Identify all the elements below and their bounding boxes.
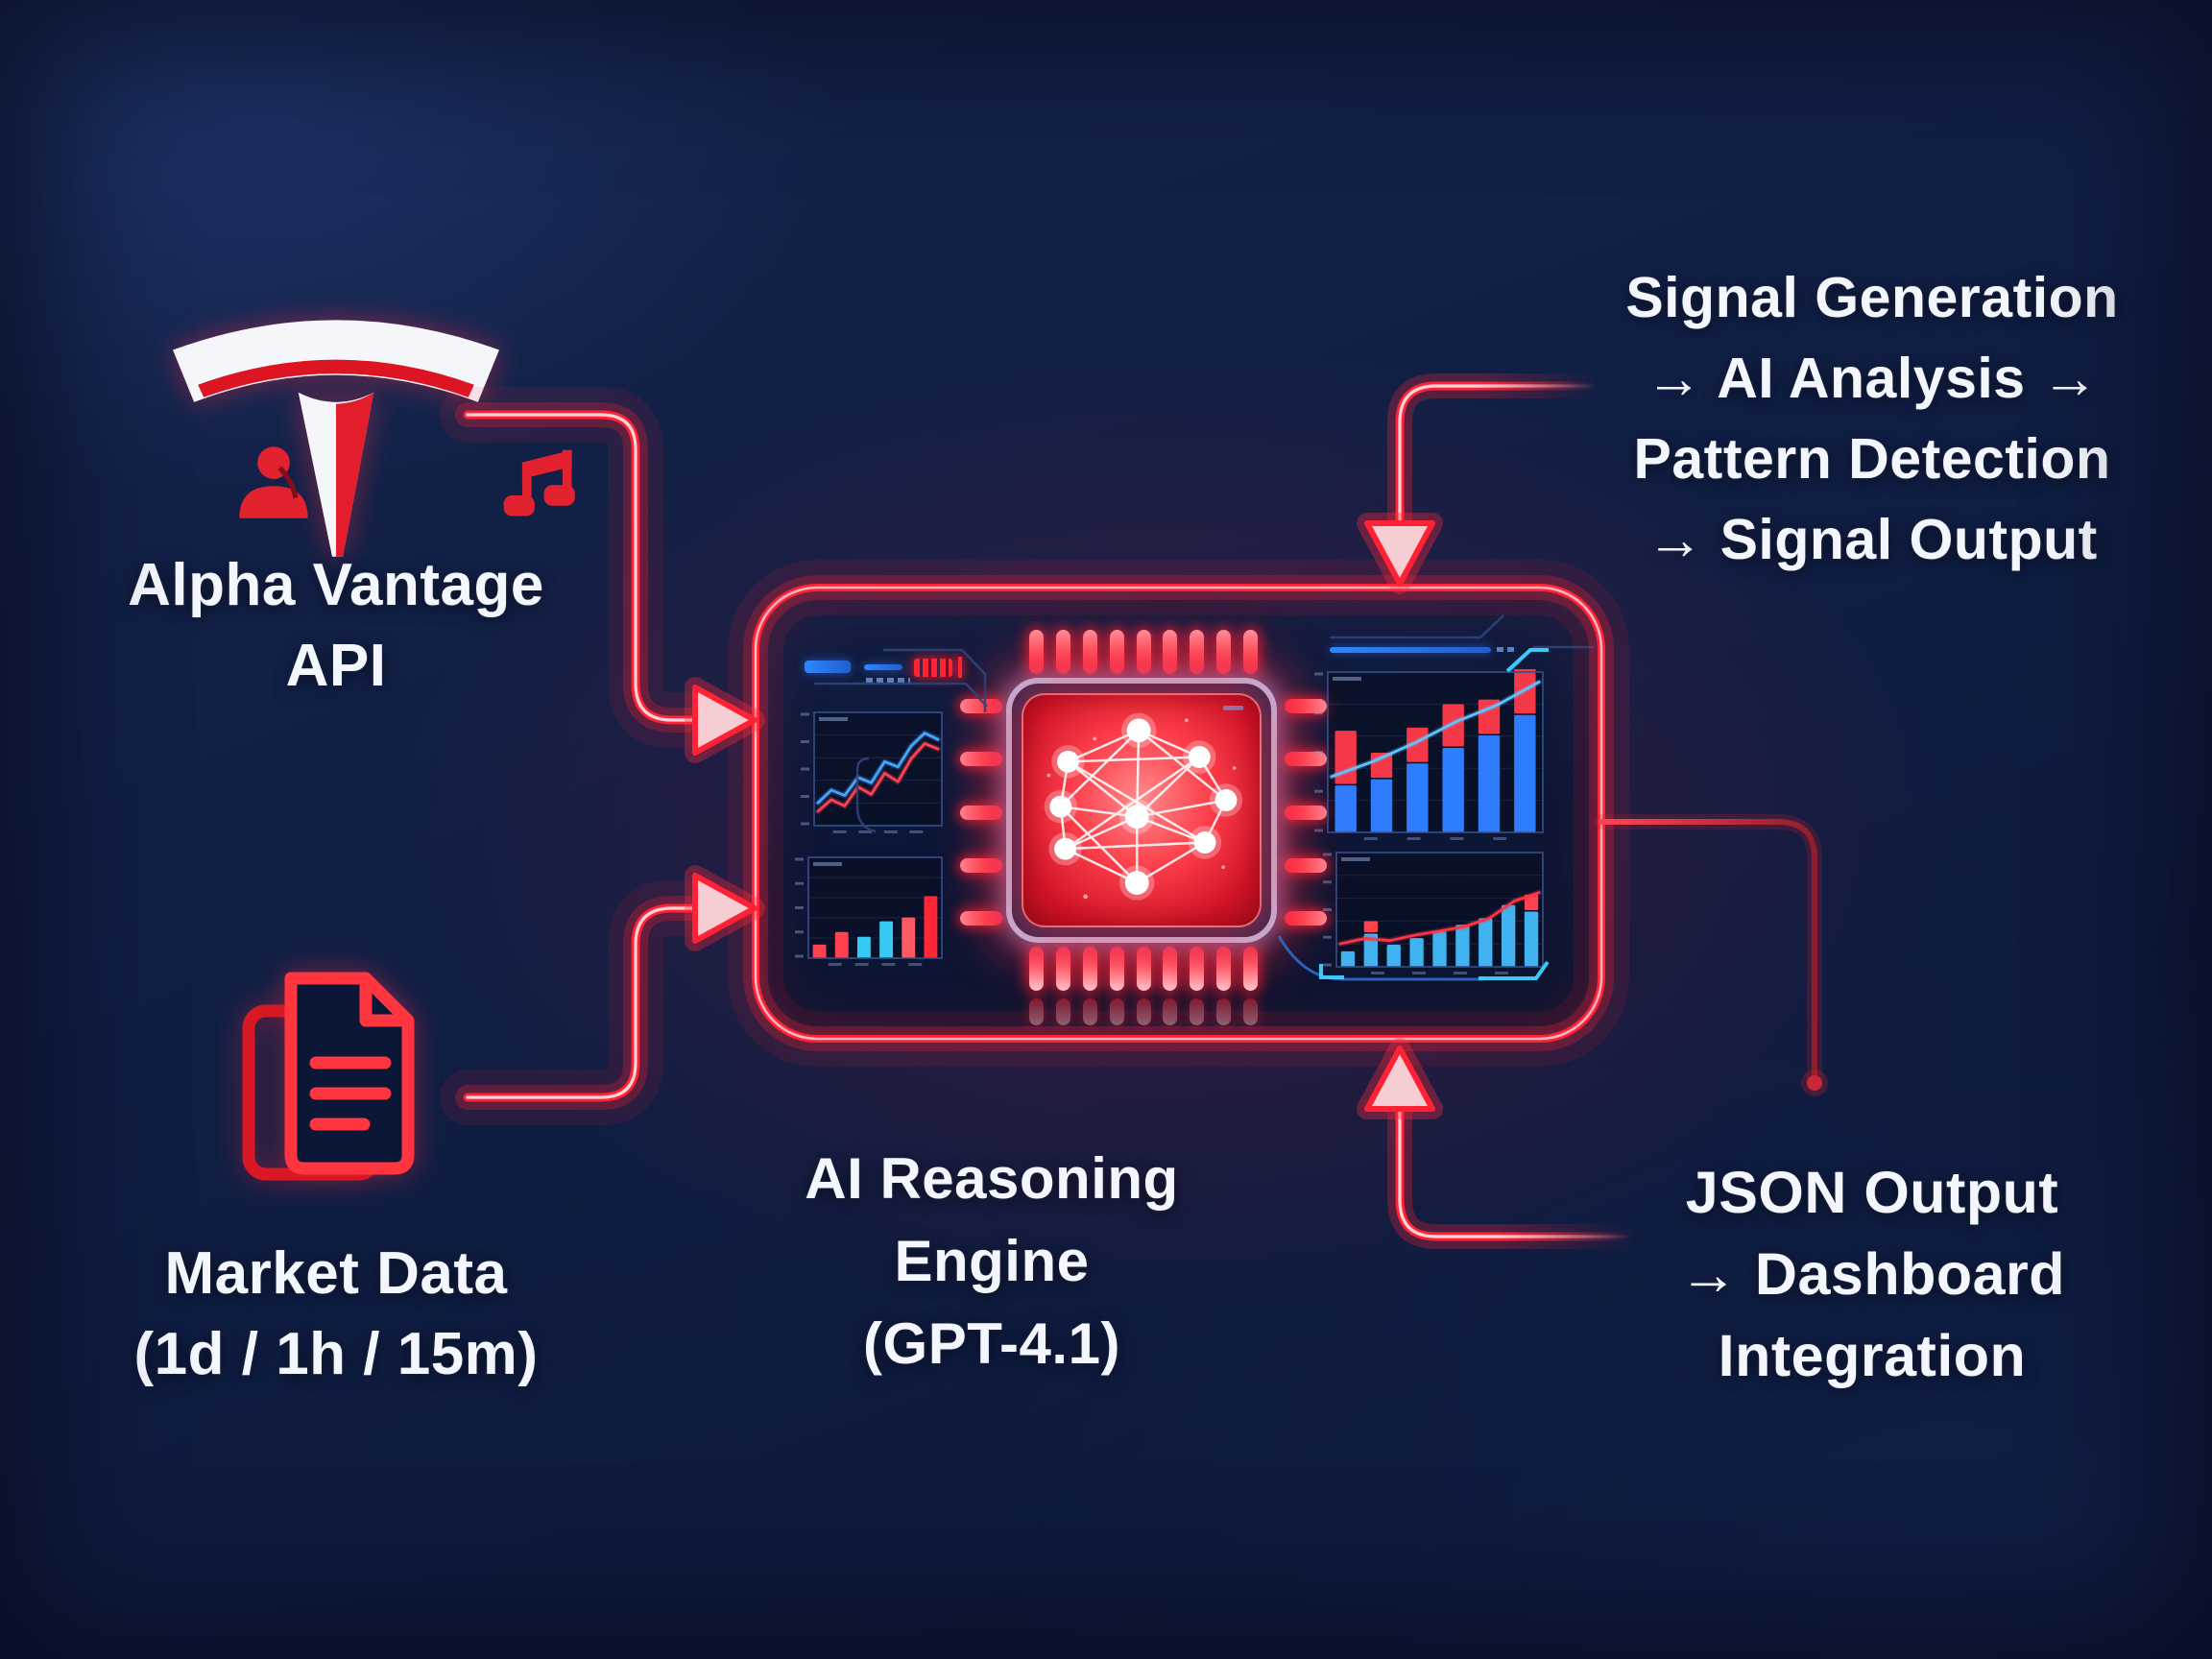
market-data-line2: (1d / 1h / 15m) [133,1321,539,1387]
ai-engine-line1: AI Reasoning [805,1146,1179,1211]
chip-pin [1109,998,1124,1025]
ai-engine-label: AI Reasoning Engine (GPT-4.1) [752,1138,1232,1385]
market-data-label: Market Data (1d / 1h / 15m) [43,1234,629,1395]
growth-bar-chart [1321,850,1546,980]
arrowhead-right-icon [692,685,757,756]
market-to-engine-arrow [468,865,765,1097]
chip-pin [1190,630,1205,674]
document-icon [242,972,415,1181]
chip-pin [1082,947,1097,991]
right-header-dashes [1497,647,1514,652]
signal-flow-line3: Pattern Detection [1633,427,2111,491]
chip-pin [960,857,1002,873]
volume-bar-chart [793,854,945,972]
chip-pin [1109,630,1124,674]
chip-pin [1029,947,1044,991]
market-data-line1: Market Data [164,1240,508,1307]
header-blue-bar-small [864,664,902,670]
chip-pin [1109,947,1124,991]
json-output-line2: → Dashboard [1678,1241,2066,1307]
chip-pin [960,752,1002,767]
ai-engine-line3: (GPT-4.1) [863,1311,1120,1376]
alpha-vantage-line2: API [285,633,387,699]
chip-pin [1082,998,1097,1025]
chip-pin [1216,630,1232,674]
chip-pin [1055,998,1070,1025]
chip-serial-mark [1223,705,1244,710]
chip-pin [1136,947,1151,991]
header-label-dashes [866,678,910,683]
json-output-line3: Integration [1718,1323,2027,1388]
signal-flow-line2: → AI Analysis → [1646,347,2099,410]
chip-pins-top [1029,630,1258,674]
chip-pin [1216,947,1232,991]
chip-pin [1190,947,1205,991]
chip-pin [1136,998,1151,1025]
chip-pin [1163,998,1178,1025]
chip-pin [1216,998,1232,1025]
chip-pin [1029,630,1044,674]
arrowhead-up-icon [1364,1046,1435,1112]
chip-pins-bottom-outer [1029,998,1258,1025]
chip-pin [1243,630,1258,674]
chip-pin [960,805,1002,820]
alpha-vantage-line1: Alpha Vantage [128,552,544,618]
chip-pin [1136,630,1151,674]
music-note-icon [503,449,575,517]
signal-flow-label: Signal Generation → AI Analysis → Patter… [1584,257,2160,580]
chip-pin [1082,630,1097,674]
tesla-logo-icon [173,320,499,557]
chip-pin [1243,947,1258,991]
connector-end-dot [1807,1075,1822,1091]
chip-pin [1055,630,1070,674]
right-header-blue-bar [1330,647,1491,653]
cpu-chip-icon [1006,678,1277,943]
chip-pin [1190,998,1205,1025]
chip-pins-left [960,699,1002,926]
chip-pin [960,699,1002,713]
alpha-vantage-label: Alpha Vantage API [48,545,624,707]
chip-pin [1055,947,1070,991]
chip-pin [1029,998,1044,1025]
json-output-label: JSON Output → Dashboard Integration [1584,1152,2160,1397]
json-output-line1: JSON Output [1685,1160,2059,1225]
engine-to-json-connector [1594,814,1828,1096]
chip-pin [960,911,1002,926]
arrowhead-down-icon [1364,520,1435,587]
price-trend-chart [799,709,945,839]
chip-pins-bottom [1029,947,1258,991]
signal-to-engine-arrow [1357,386,1596,594]
arrowhead-right-icon [692,873,757,944]
header-blue-bar [805,661,851,673]
signal-flow-line1: Signal Generation [1625,266,2119,329]
signal-flow-line4: → Signal Output [1647,508,2098,571]
ai-engine-line2: Engine [894,1229,1090,1293]
chip-pin [1163,630,1178,674]
neural-network-icon [1044,705,1244,901]
red-readout [914,659,952,677]
chip-pin [1243,998,1258,1025]
stacked-performance-chart [1312,667,1546,846]
ai-engine-box [756,588,1601,1039]
person-icon [239,446,308,518]
red-readout-tick [958,657,962,678]
chip-pin [1163,947,1178,991]
